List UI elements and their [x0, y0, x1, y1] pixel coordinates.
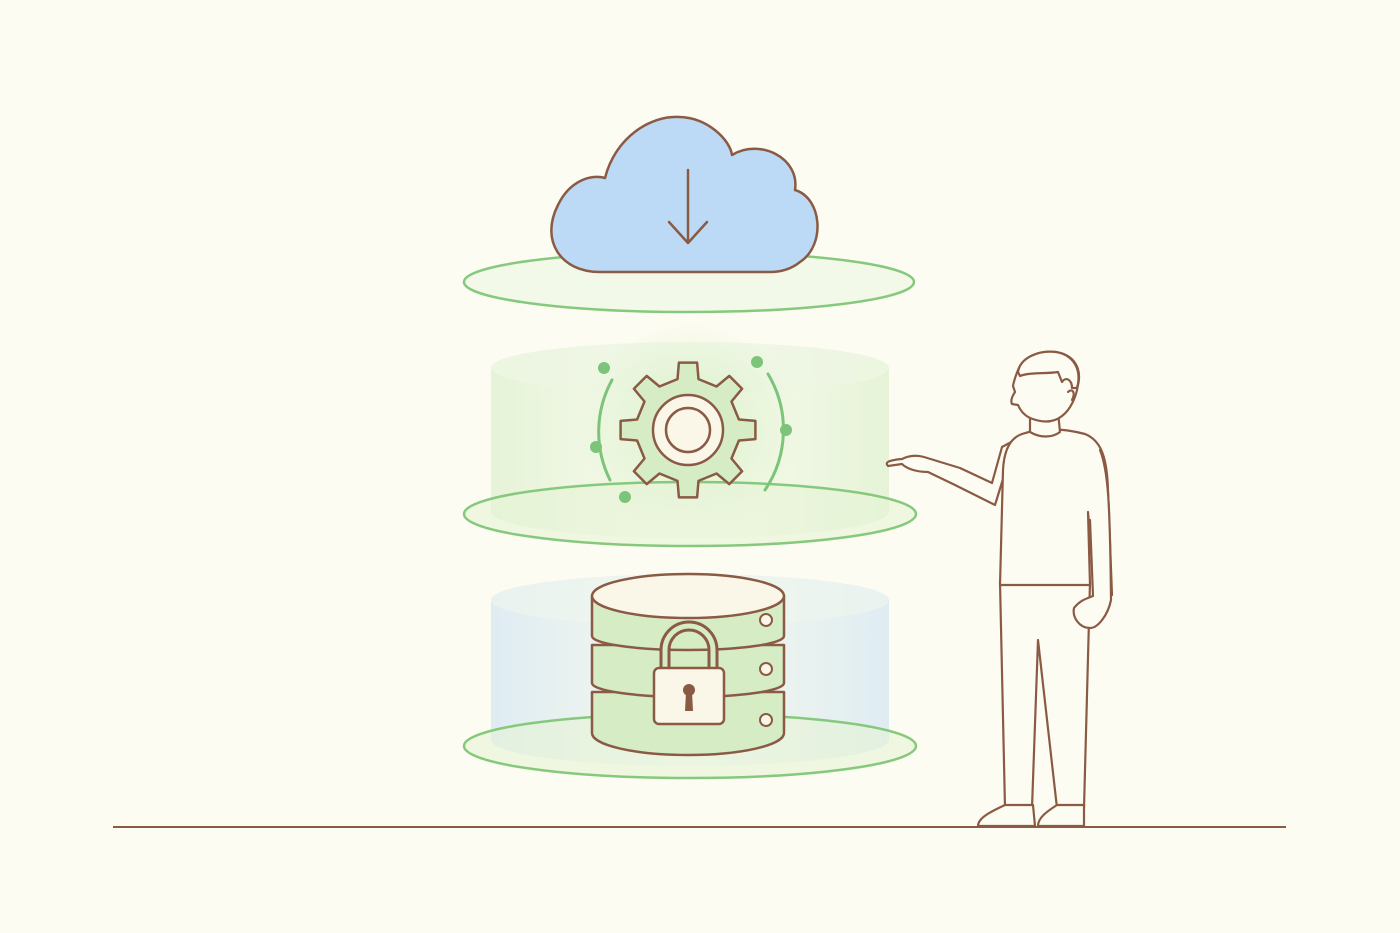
gear-icon	[619, 361, 757, 499]
person-hair	[1016, 350, 1080, 390]
person-gesturing-arm	[885, 438, 1017, 507]
storage-layer	[462, 572, 918, 780]
person-left-shoe	[976, 803, 1037, 828]
person-presenting-figure	[885, 350, 1114, 828]
lock-icon	[652, 620, 726, 726]
processing-layer	[462, 320, 918, 548]
person-right-shoe	[1036, 803, 1086, 828]
orbit-arcs	[590, 356, 792, 503]
locked-database-icon	[590, 572, 786, 757]
person-hanging-arm	[1072, 448, 1113, 630]
cloud-download-icon	[550, 115, 819, 274]
cloud-layer	[462, 115, 916, 314]
